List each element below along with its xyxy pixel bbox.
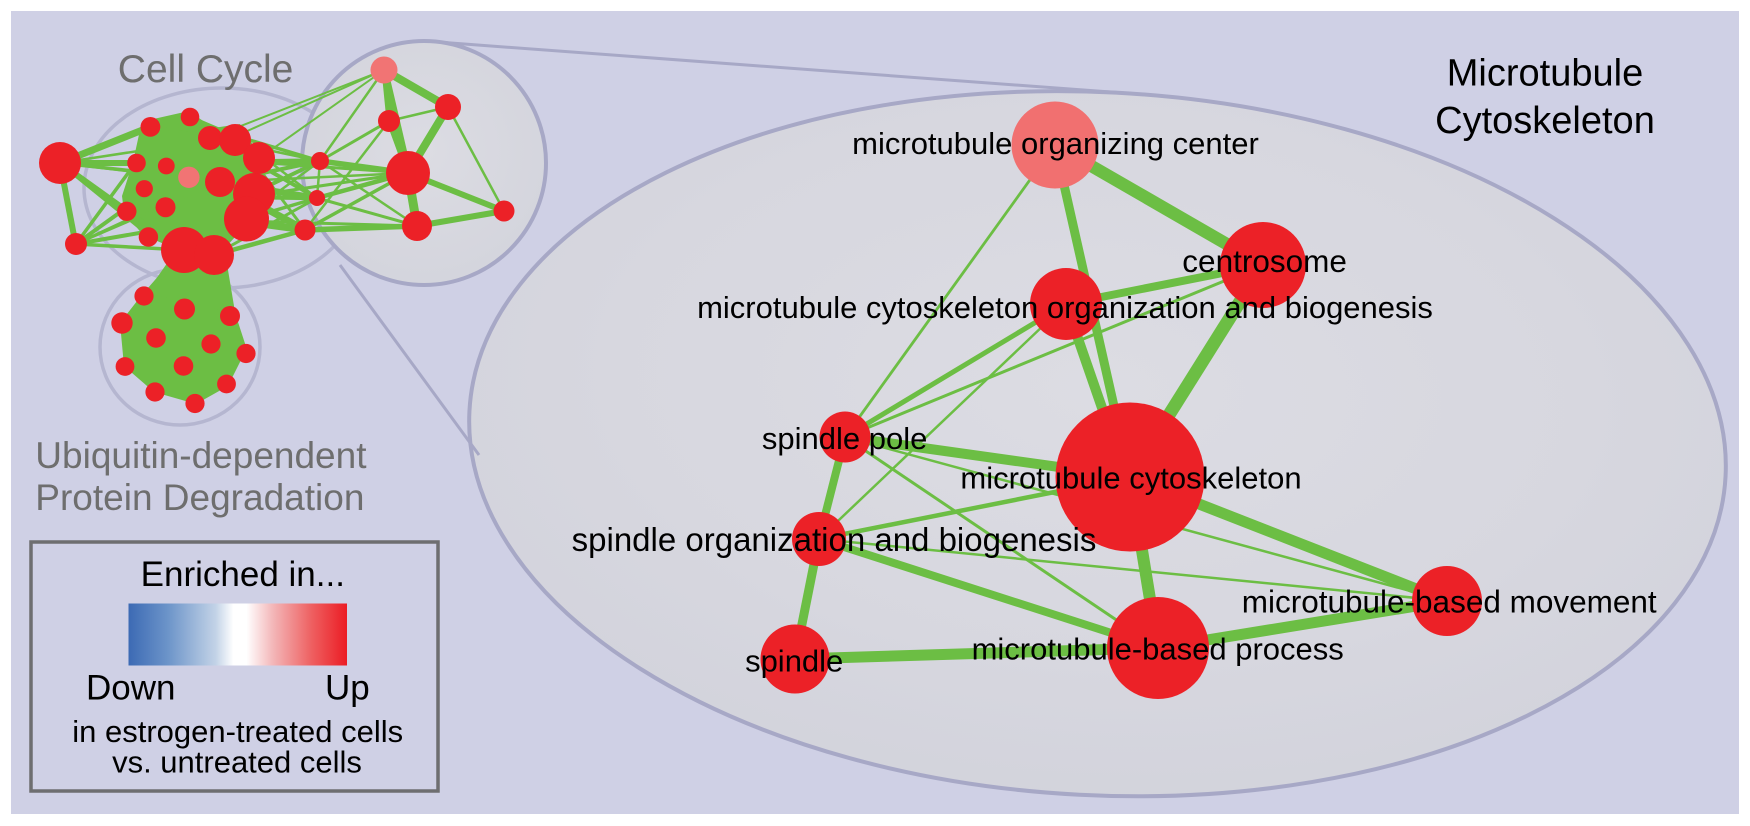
svg-text:Enriched in...: Enriched in... — [141, 555, 345, 594]
svg-text:spindle: spindle — [745, 644, 843, 679]
svg-text:spindle organization and bioge: spindle organization and biogenesis — [572, 521, 1097, 558]
svg-text:microtubule organizing center: microtubule organizing center — [852, 126, 1259, 161]
svg-text:spindle pole: spindle pole — [762, 421, 927, 456]
svg-text:Ubiquitin-dependent: Ubiquitin-dependent — [35, 435, 367, 476]
svg-text:Protein Degradation: Protein Degradation — [35, 477, 364, 518]
svg-text:Microtubule: Microtubule — [1447, 53, 1643, 95]
svg-text:Cytoskeleton: Cytoskeleton — [1435, 100, 1655, 142]
svg-text:vs. untreated cells: vs. untreated cells — [112, 745, 362, 780]
svg-text:Down: Down — [86, 669, 175, 708]
svg-text:centrosome: centrosome — [1182, 243, 1347, 279]
svg-text:microtubule cytoskeleton: microtubule cytoskeleton — [960, 461, 1301, 496]
svg-text:microtubule-based process: microtubule-based process — [972, 632, 1344, 667]
svg-text:Up: Up — [325, 669, 370, 708]
svg-text:in estrogen-treated cells: in estrogen-treated cells — [72, 714, 403, 749]
svg-text:microtubule cytoskeleton organ: microtubule cytoskeleton organization an… — [697, 290, 1433, 325]
svg-text:Cell Cycle: Cell Cycle — [118, 48, 294, 91]
svg-text:microtubule-based movement: microtubule-based movement — [1242, 584, 1657, 620]
